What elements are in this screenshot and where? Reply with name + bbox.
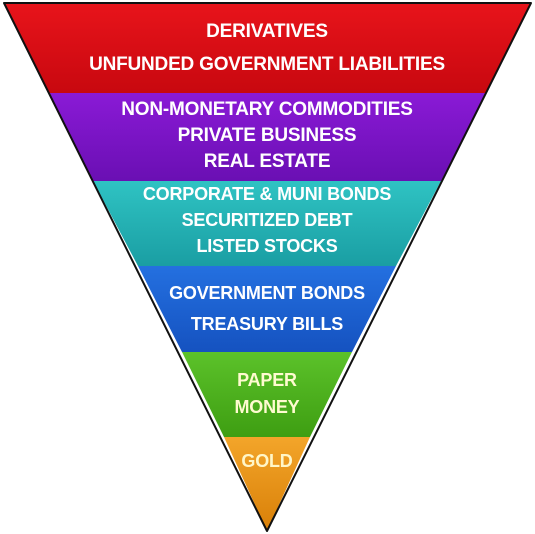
tier-commodities-line-1: NON-MONETARY COMMODITIES	[121, 99, 412, 120]
tier-gold-line-1: GOLD	[241, 451, 292, 471]
pyramid-outline	[3, 2, 532, 532]
tier-derivatives-band	[4, 3, 531, 93]
tier-commodities-line-3: REAL ESTATE	[204, 151, 331, 172]
tier-bonds-stocks-band	[93, 181, 441, 266]
tier-derivatives-line-1: DERIVATIVES	[206, 21, 328, 42]
tier-government-band	[138, 266, 396, 352]
tier-government-line-1: GOVERNMENT BONDS	[169, 283, 365, 303]
tier-paper-money-line-2: MONEY	[234, 397, 299, 417]
tier-government-line-2: TREASURY BILLS	[191, 314, 343, 334]
tier-bonds-stocks-line-2: SECURITIZED DEBT	[182, 210, 353, 230]
tier-bonds-stocks-line-3: LISTED STOCKS	[196, 236, 337, 256]
tier-commodities-band	[49, 93, 486, 181]
tier-paper-money-band	[182, 352, 352, 437]
tier-paper-money-line-1: PAPER	[237, 370, 297, 390]
tier-gold-band	[224, 437, 310, 531]
tier-derivatives-line-2: UNFUNDED GOVERNMENT LIABILITIES	[89, 54, 445, 75]
tier-commodities-line-2: PRIVATE BUSINESS	[178, 125, 357, 146]
tier-bonds-stocks-line-1: CORPORATE & MUNI BONDS	[143, 184, 391, 204]
